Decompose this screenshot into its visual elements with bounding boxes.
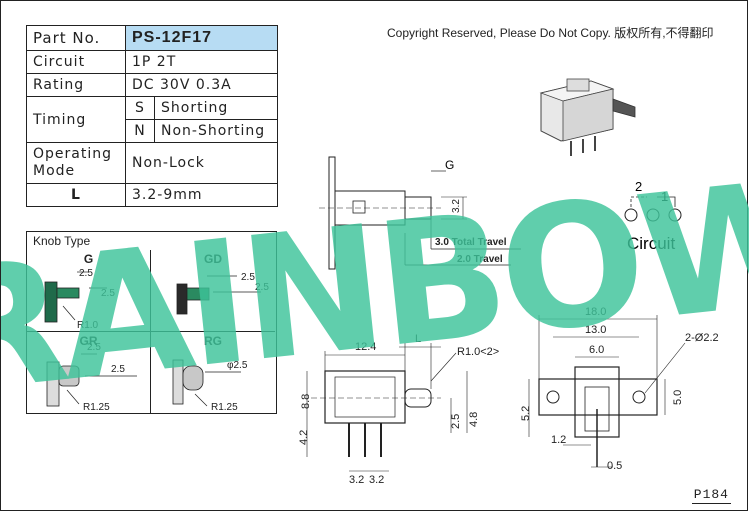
- circuit-pin-1: 1: [661, 189, 668, 204]
- front-radius-dim: R1.0<2>: [457, 346, 499, 358]
- travel-half-label: 2.0 Travel: [457, 254, 503, 265]
- page-number: P184: [691, 487, 732, 504]
- side-view-knob-label: G: [445, 158, 454, 172]
- knob-type-title: Knob Type: [33, 234, 91, 248]
- knob-gr-dim-2: 2.5: [111, 364, 125, 375]
- timing-label: Timing: [26, 96, 126, 143]
- front-l-dim: L: [415, 333, 421, 345]
- front-height-8-8: 8.8: [300, 394, 312, 409]
- l-value: 3.2-9mm: [125, 183, 278, 207]
- knob-rg-dim-2: R1.25: [211, 402, 238, 413]
- top-width-13: 13.0: [585, 324, 606, 336]
- knob-label-g: G: [83, 252, 94, 266]
- front-view-drawing: 12.4 L R1.0<2> 8.8 4.2 2.5 4.8 3.2 3.2: [298, 333, 499, 486]
- mode-value: Non-Lock: [125, 142, 278, 184]
- spec-table: Part No. PS-12F17 Circuit 1P 2T Rating D…: [26, 25, 278, 207]
- front-width-dim: 12.4: [355, 341, 376, 353]
- front-height-4-2: 4.2: [298, 430, 310, 445]
- front-pitch-2: 3.2: [369, 474, 384, 486]
- rating-value: DC 30V 0.3A: [125, 73, 278, 97]
- circuit-pin-2: 2: [635, 179, 642, 194]
- timing-n-code: N: [125, 119, 155, 143]
- side-view-drawing: G 3.2 3.0 Total Travel 2.0 Travel: [319, 156, 521, 270]
- mode-label: Operating Mode: [26, 142, 126, 184]
- knob-cell-gd: GD 2.5 2.5: [151, 250, 275, 332]
- top-width-6: 6.0: [589, 344, 604, 356]
- knob-gd-drawing: 2.5 2.5: [176, 272, 269, 315]
- knob-type-panel: Knob Type G 2.5 2.5 R1.0 GD 2.5: [26, 231, 277, 414]
- circuit-diagram: 2 1 Circuit: [624, 179, 682, 253]
- travel-total-label: 3.0 Total Travel: [435, 237, 507, 248]
- spec-row-l: L 3.2-9mm: [26, 183, 278, 207]
- knob-g-dim-2: 2.5: [101, 288, 115, 299]
- top-dim-0-5: 0.5: [607, 460, 622, 472]
- part-no-value: PS-12F17: [125, 25, 278, 51]
- front-height-4-8: 4.8: [468, 412, 480, 427]
- l-label: L: [26, 183, 126, 207]
- knob-rg-drawing: φ2.5 R1.25: [172, 359, 248, 413]
- knob-cell-rg: RG φ2.5 R1.25: [151, 332, 275, 414]
- knob-gd-dim-2: 2.5: [255, 282, 269, 293]
- knob-gr-drawing: 2.5 2.5 R1.25: [46, 342, 137, 413]
- mode-label-line2: Mode: [33, 163, 76, 179]
- front-pitch-1: 3.2: [349, 474, 364, 486]
- front-height-2-5: 2.5: [450, 414, 462, 429]
- circuit-value: 1P 2T: [125, 50, 278, 74]
- top-width-18: 18.0: [585, 306, 606, 318]
- spec-row-timing-n: N Non-Shorting: [27, 119, 278, 143]
- top-height-5-0: 5.0: [672, 390, 684, 405]
- knob-label-rg: RG: [204, 334, 222, 348]
- top-dim-1-2: 1.2: [551, 434, 566, 446]
- top-view-drawing: 18.0 13.0 6.0 2-Ø2.2 5.2 5.0 1.2 0.5: [520, 306, 719, 472]
- knob-label-gd: GD: [204, 252, 222, 266]
- knob-rg-dim-1: φ2.5: [227, 360, 248, 371]
- spec-row-part-no: Part No. PS-12F17: [26, 25, 278, 51]
- product-3d-image: [539, 78, 636, 156]
- mode-label-line1: Operating: [33, 146, 112, 162]
- knob-label-gr: GR: [79, 334, 98, 348]
- spec-row-mode: Operating Mode Non-Lock: [26, 142, 278, 184]
- knob-cell-gr: GR 2.5 2.5 R1.25: [27, 332, 151, 414]
- top-hole-dim: 2-Ø2.2: [685, 332, 719, 344]
- knob-gr-dim-3: R1.25: [83, 402, 110, 413]
- part-no-label: Part No.: [26, 25, 126, 51]
- spec-row-rating: Rating DC 30V 0.3A: [26, 73, 278, 97]
- knob-cell-g: G 2.5 2.5 R1.0: [27, 250, 151, 332]
- circuit-title: Circuit: [627, 234, 675, 253]
- timing-n-value: Non-Shorting: [154, 119, 278, 143]
- knob-gr-dim-1: 2.5: [87, 342, 101, 353]
- top-height-5-2: 5.2: [520, 406, 532, 421]
- knob-g-dim-1: 2.5: [79, 268, 93, 279]
- copyright-notice: Copyright Reserved, Please Do Not Copy. …: [387, 26, 714, 40]
- knob-g-drawing: 2.5 2.5 R1.0: [44, 268, 115, 331]
- spec-row-timing-s: Timing S Shorting: [26, 96, 278, 143]
- side-view-height-dim: 3.2: [451, 199, 462, 213]
- knob-gd-dim-1: 2.5: [241, 272, 255, 283]
- knob-g-dim-3: R1.0: [77, 320, 99, 331]
